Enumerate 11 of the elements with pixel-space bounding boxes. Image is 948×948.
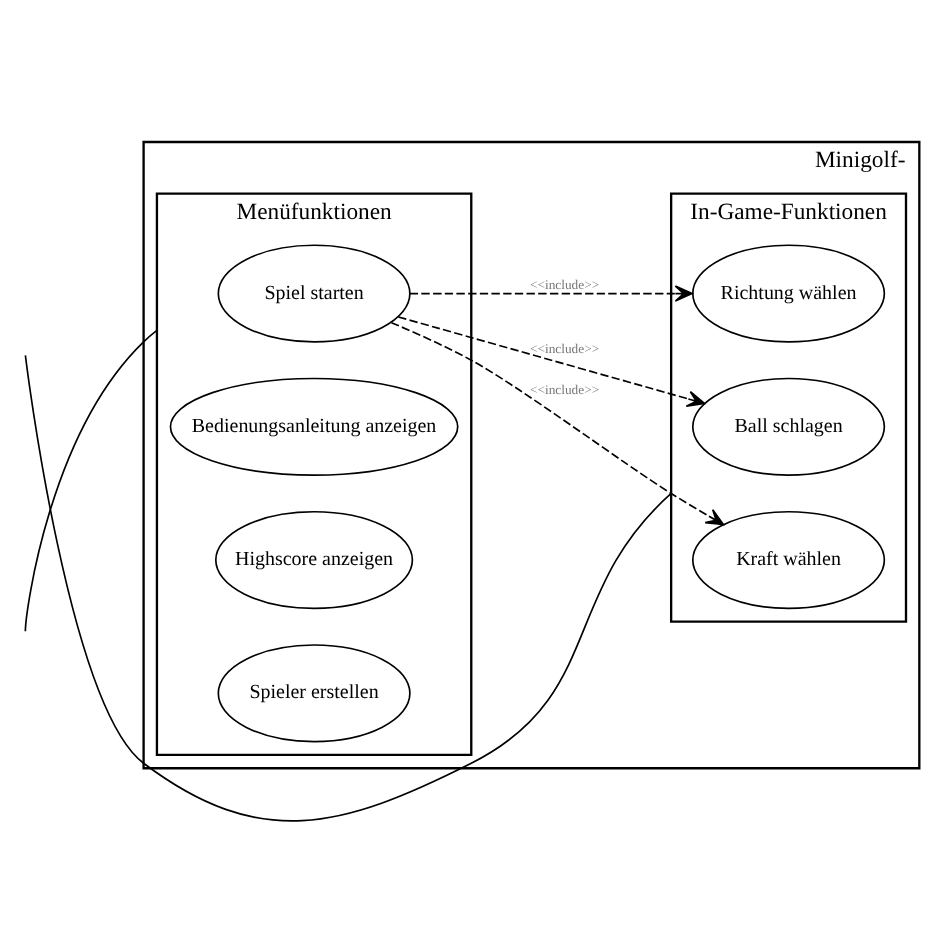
node-ellipse: Bedienungsanleitung anzeigen [169,376,459,475]
node-ellipse: Ball schlagen [691,376,886,475]
node-ellipse: Spiel starten [217,243,411,342]
connector [24,328,158,632]
arrow [397,315,706,406]
node-ellipse: Spieler erstellen [217,643,411,742]
arrow [390,320,725,525]
connector [24,353,672,821]
node-ellipse: Richtung wählen [691,243,886,342]
arrow [409,284,693,301]
node-ellipse: Highscore anzeigen [214,509,414,609]
